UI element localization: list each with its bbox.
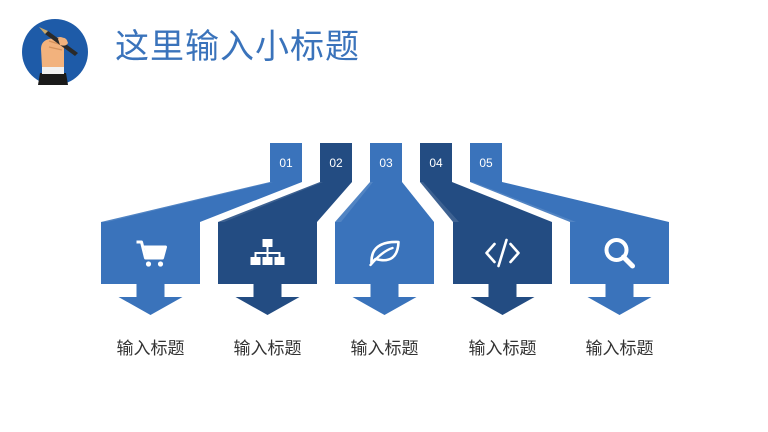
step-connector [335,182,434,222]
step-label: 输入标题 [468,339,537,359]
hand-holding-pen-icon [38,27,78,85]
step-connector [420,182,552,222]
step-number: 01 [279,155,293,170]
step-number: 04 [429,155,443,170]
step-arrow [118,284,183,315]
step-label: 输入标题 [585,339,654,359]
step-arrow [235,284,300,315]
step-connector [218,182,352,222]
step-connector [470,182,669,222]
step-1 [101,143,302,315]
step-3 [335,143,434,315]
step-connector [101,182,302,222]
step-arrow [587,284,652,315]
page-title: 这里输入小标题 [115,27,360,67]
step-number-tab [420,143,452,182]
step-number: 03 [379,155,393,170]
step-number-tab [470,143,502,182]
sitemap-icon [250,239,285,265]
step-4 [420,143,552,315]
step-label: 输入标题 [116,339,185,359]
step-5 [470,143,669,315]
step-label: 输入标题 [233,339,302,359]
logo [22,19,88,85]
step-label: 输入标题 [350,339,419,359]
leaf-icon [369,240,400,267]
step-number-tab [270,143,302,182]
step-number-tab [320,143,352,182]
shopping-cart-icon [136,240,167,267]
step-2 [218,143,352,315]
step-arrow [470,284,535,315]
step-number: 05 [479,155,493,170]
search-icon [604,238,635,269]
code-icon [485,238,520,268]
step-number-tab [370,143,402,182]
step-box [570,222,669,284]
step-number: 02 [329,155,343,170]
step-arrow [352,284,417,315]
